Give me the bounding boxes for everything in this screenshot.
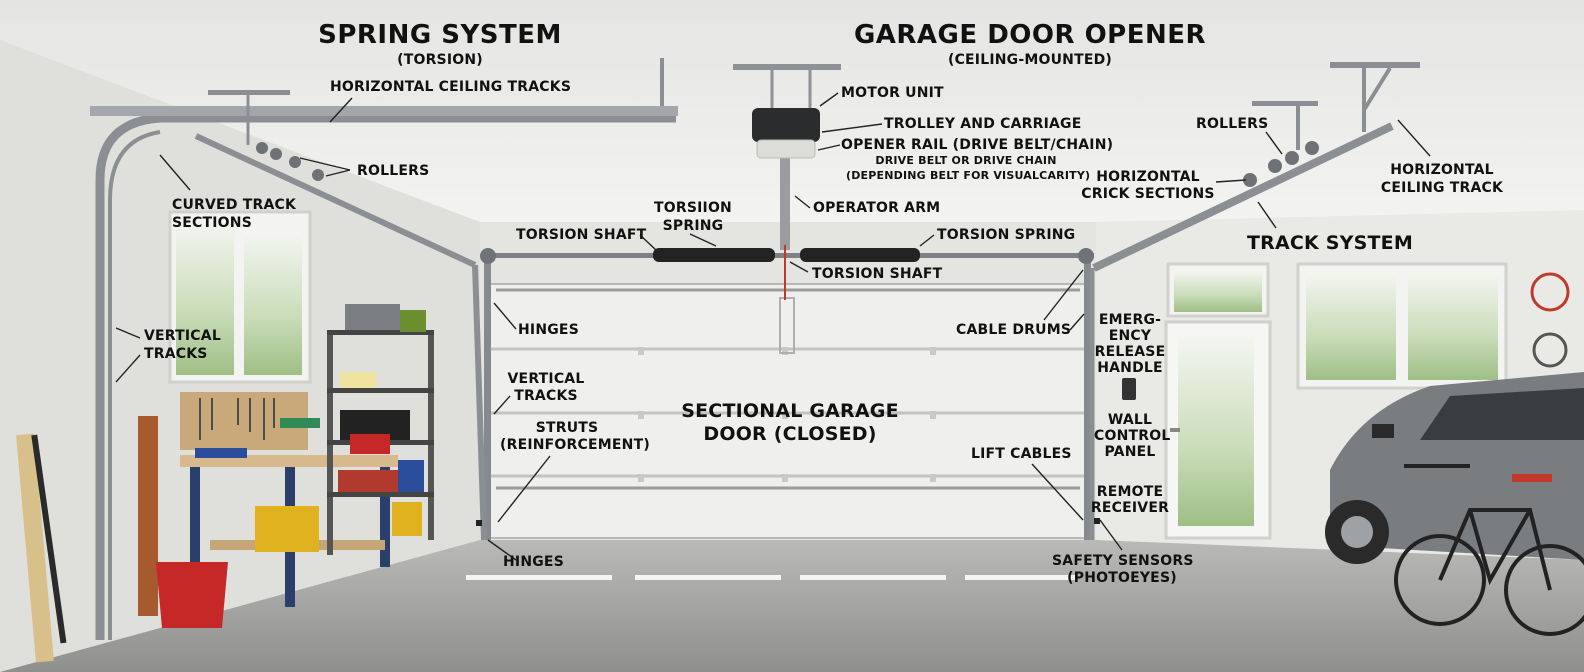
label-emergency-2: ENCY bbox=[1108, 328, 1152, 344]
label-hinges-top: HINGES bbox=[518, 322, 579, 338]
vertical-track-right-door bbox=[1084, 260, 1091, 540]
label-vertical-tracks-mid-1: VERTICAL bbox=[507, 371, 585, 387]
label-wall-control-3: PANEL bbox=[1104, 444, 1156, 460]
label-wall-control-1: WALL bbox=[1107, 412, 1153, 428]
label-hinges-bottom: HINGES bbox=[503, 554, 564, 570]
label-trolley-carriage: TROLLEY AND CARRIAGE bbox=[884, 116, 1082, 132]
floor-light-2 bbox=[635, 575, 781, 580]
label-horizontal-ceiling-track-1: HORIZONTAL bbox=[1390, 162, 1494, 178]
label-vertical-tracks-left-1: VERTICAL bbox=[144, 328, 221, 344]
pegboard bbox=[180, 392, 320, 450]
label-torsion-spring-a1: TORSIION bbox=[654, 200, 732, 216]
heading-track-system: TRACK SYSTEM bbox=[1247, 232, 1413, 254]
ladder-stand bbox=[138, 416, 158, 616]
label-torsion-spring-a2: SPRING bbox=[662, 218, 724, 234]
label-torsion-shaft-center: TORSION SHAFT bbox=[812, 266, 943, 282]
label-opener-rail-sub1: DRIVE BELT OR DRIVE CHAIN bbox=[875, 154, 1057, 167]
label-rollers-right: ROLLERS bbox=[1196, 116, 1269, 132]
right-window-1 bbox=[1166, 262, 1270, 318]
label-struts-1: STRUTS bbox=[535, 420, 599, 436]
opener-rail bbox=[780, 155, 790, 250]
hose-reel-lower bbox=[1532, 332, 1568, 368]
label-vertical-tracks-mid-2: TRACKS bbox=[514, 388, 578, 404]
safety-sensor-right bbox=[1094, 518, 1100, 524]
label-vertical-tracks-left-2: TRACKS bbox=[144, 346, 208, 362]
label-opener-rail: OPENER RAIL (DRIVE BELT/CHAIN) bbox=[841, 137, 1114, 153]
torsion-spring-left bbox=[653, 248, 775, 262]
label-safety-sensors-2: (PHOTOEYES) bbox=[1067, 570, 1177, 586]
label-wall-control-2: CONTROL bbox=[1094, 428, 1171, 444]
right-track-assembly bbox=[1089, 62, 1420, 540]
torsion-spring-right bbox=[800, 248, 920, 262]
label-safety-sensors-1: SAFETY SENSORS bbox=[1052, 553, 1194, 569]
label-lift-cables: LIFT CABLES bbox=[971, 446, 1072, 462]
red-bucket bbox=[156, 562, 228, 628]
floor-light-1 bbox=[466, 575, 612, 580]
label-horizontal-crick-2: CRICK SECTIONS bbox=[1081, 186, 1215, 202]
side-entry-door bbox=[1164, 320, 1272, 540]
heading-spring-system-sub: (TORSION) bbox=[397, 52, 483, 68]
door-title-line2: DOOR (CLOSED) bbox=[703, 423, 877, 445]
rollers-left bbox=[256, 142, 324, 181]
label-torsion-spring-right: TORSION SPRING bbox=[937, 227, 1076, 243]
label-torsion-shaft-left: TORSION SHAFT bbox=[516, 227, 647, 243]
label-rollers-left: ROLLERS bbox=[357, 163, 430, 179]
safety-sensor-left bbox=[476, 520, 482, 526]
door-title-line1: SECTIONAL GARAGE bbox=[681, 400, 899, 422]
sectional-garage-door bbox=[489, 283, 1087, 539]
torsion-shaft bbox=[482, 253, 1094, 258]
leader-lines bbox=[115, 92, 1431, 561]
floor-light-3 bbox=[800, 575, 946, 580]
left-track-assembly bbox=[90, 58, 678, 640]
floor-light-4 bbox=[965, 575, 1075, 580]
vertical-track-left-door bbox=[484, 260, 491, 540]
label-opener-rail-sub2: (DEPENDING BELT FOR VISUALCARITY) bbox=[846, 169, 1091, 182]
shelving-unit bbox=[327, 304, 434, 555]
wooden-plank bbox=[16, 433, 54, 663]
label-motor-unit: MOTOR UNIT bbox=[841, 85, 944, 101]
right-window-2 bbox=[1296, 262, 1508, 390]
label-horizontal-ceiling-tracks: HORIZONTAL CEILING TRACKS bbox=[330, 79, 572, 95]
heading-spring-system: SPRING SYSTEM bbox=[318, 20, 562, 50]
wall-control-panel bbox=[1122, 378, 1136, 400]
label-curved-track-1: CURVED TRACK bbox=[172, 197, 297, 213]
motor-unit bbox=[733, 64, 841, 159]
label-emergency-4: HANDLE bbox=[1097, 360, 1163, 376]
label-horizontal-crick-1: HORIZONTAL bbox=[1096, 169, 1200, 185]
label-struts-2: (REINFORCEMENT) bbox=[500, 437, 650, 453]
heading-opener: GARAGE DOOR OPENER bbox=[853, 20, 1207, 50]
label-emergency-1: EMERG- bbox=[1098, 312, 1162, 328]
label-cable-drums: CABLE DRUMS bbox=[956, 322, 1072, 338]
left-window bbox=[168, 210, 312, 384]
cable-drum-right bbox=[1078, 248, 1094, 264]
bicycle bbox=[1394, 464, 1584, 636]
label-emergency-3: RELEASE bbox=[1094, 344, 1166, 360]
label-operator-arm: OPERATOR ARM bbox=[813, 200, 941, 216]
floor bbox=[0, 540, 1584, 672]
workbench bbox=[180, 448, 398, 607]
rollers-right bbox=[1243, 141, 1319, 187]
heading-opener-sub: (CEILING-MOUNTED) bbox=[947, 52, 1113, 68]
broom bbox=[31, 434, 67, 644]
label-curved-track-2: SECTIONS bbox=[172, 215, 252, 231]
label-remote-2: RECEIVER bbox=[1090, 500, 1170, 516]
cable-drum-left bbox=[480, 248, 496, 264]
label-remote-1: REMOTE bbox=[1096, 484, 1164, 500]
label-horizontal-ceiling-track-2: CEILING TRACK bbox=[1380, 180, 1504, 196]
hose-reel bbox=[1530, 272, 1570, 312]
